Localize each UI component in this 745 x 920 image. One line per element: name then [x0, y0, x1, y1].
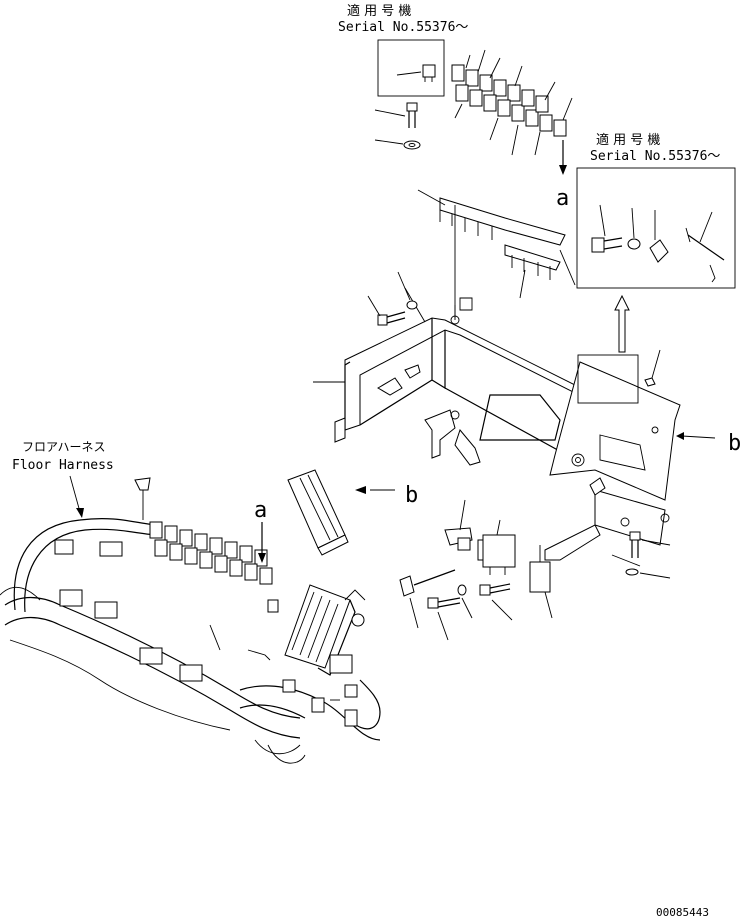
arrow-head-a	[559, 165, 567, 175]
bolt-lower-right	[629, 531, 671, 558]
serial-callout-right-jp: 適 用 号 機	[596, 132, 660, 148]
floor-harness-jp: フロアハーネス	[22, 440, 106, 454]
relay-bracket	[417, 189, 576, 299]
fuse-box	[284, 584, 366, 676]
screw-set	[399, 569, 513, 641]
relay-block-group	[451, 49, 573, 156]
fuse-cover	[287, 469, 349, 556]
ground-inset-parts	[591, 204, 725, 283]
floor-harness-leader	[69, 475, 81, 513]
serial-callout-top-jp: 適 用 号 機	[347, 3, 411, 19]
serial-callout-right-en: Serial No.55376～	[590, 149, 720, 164]
ref-b-right: b	[728, 431, 741, 456]
inset-box-relay	[377, 39, 445, 97]
washer-mid	[397, 271, 418, 310]
drawing-number: 00085443	[656, 906, 709, 919]
serial-callout-top-en: Serial No.55376～	[338, 20, 468, 35]
small-relay	[529, 545, 553, 619]
cover-plate	[549, 349, 716, 501]
lower-right-bracket	[544, 477, 670, 567]
washer-top	[374, 139, 421, 150]
hollow-up-arrow	[614, 294, 630, 353]
ref-b-center: b	[405, 483, 418, 508]
harness-relay-row	[134, 477, 273, 585]
inset-box-ground	[576, 167, 736, 289]
ref-a-left: a	[254, 498, 267, 523]
washer-lower-right	[625, 568, 671, 579]
floor-harness-en: Floor Harness	[12, 458, 114, 473]
harness-connectors	[54, 539, 365, 727]
relay-inset-part	[396, 64, 436, 82]
arrow-b-center-head	[355, 486, 366, 494]
main-mounting-bracket	[313, 205, 586, 467]
bolt-mid	[367, 295, 406, 326]
clip-part	[444, 499, 473, 551]
bolt-top	[374, 102, 418, 128]
ref-a-right: a	[556, 186, 569, 211]
relay-module	[477, 519, 516, 575]
